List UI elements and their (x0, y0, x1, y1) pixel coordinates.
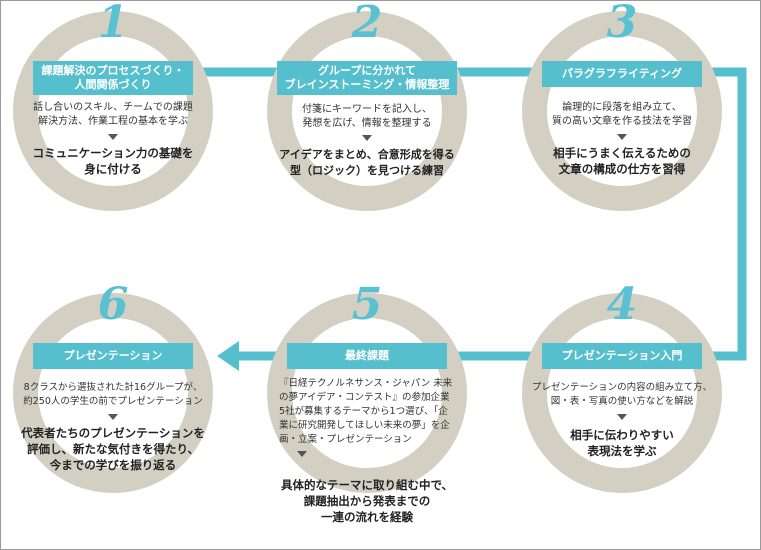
step-2: 2 グループに分かれて ブレインストーミング・情報整理 付箋にキーワードを記入し… (267, 1, 467, 251)
step-result: 代表者たちのプレゼンテーションを 評価し、新たな気付きを得たり、 今までの学びを… (21, 426, 205, 472)
step-6: 6 プレゼンテーション 8クラスから選抜された計16グループが、 約250人の学… (13, 279, 213, 533)
step-description: 論理的に段落を組み立て、 質の高い文章を作る技法を学習 (552, 102, 692, 127)
step-result: 相手にうまく伝えるための 文章の構成の仕方を習得 (553, 146, 691, 176)
step-result: 相手に伝わりやすい 表現法を学ぶ (570, 428, 674, 458)
step-number: 5 (351, 279, 383, 330)
down-triangle-icon (617, 134, 627, 140)
step-label: 最終課題 (287, 343, 447, 369)
step-4: 4 プレゼンテーション入門 プレゼンテーションの内容の組み立て方、 図・表・写真… (522, 279, 722, 533)
down-triangle-icon (362, 135, 372, 141)
down-triangle-icon (297, 451, 307, 457)
step-result: コミュニケーション力の基礎を 身に付ける (32, 146, 194, 176)
step-description: 話し合いのスキル、チームでの課題 解決方法、作業工程の基本を学ぶ (33, 102, 193, 127)
connector-3-4 (701, 67, 747, 361)
step-ring (267, 293, 467, 493)
down-triangle-icon (617, 414, 627, 420)
step-description: 『日経テクノルネサンス・ジャパン 未来 の夢アイデア・コンテスト』の参加企業 5… (279, 378, 453, 445)
step-label: プレゼンテーション (33, 343, 193, 369)
arrowhead-to-step-6 (217, 341, 239, 371)
step-label: グループに分かれて ブレインストーミング・情報整理 (277, 61, 457, 95)
step-label: パラグラフライティング (542, 61, 702, 87)
step-label: プレゼンテーション入門 (542, 343, 702, 369)
step-3: 3 パラグラフライティング 論理的に段落を組み立て、 質の高い文章を作る技法を学… (522, 1, 722, 251)
step-result: 具体的なテーマに取り組む中で、 課題抽出から発表までの 一連の流れを経験 (280, 478, 454, 524)
step-number: 6 (97, 279, 129, 330)
step-description: 付箋にキーワードを記入し、 発想を広げ、情報を整理する (302, 104, 432, 129)
down-triangle-icon (108, 414, 118, 420)
step-number: 3 (606, 0, 638, 48)
step-5: 5 最終課題 『日経テクノルネサンス・ジャパン 未来 の夢アイデア・コンテスト』… (267, 279, 467, 533)
step-number: 4 (606, 279, 638, 330)
step-label: 課題解決のプロセスづくり・ 人間関係づくり (33, 61, 193, 95)
step-1: 1 課題解決のプロセスづくり・ 人間関係づくり 話し合いのスキル、チームでの課題… (13, 1, 213, 251)
down-triangle-icon (108, 134, 118, 140)
step-number: 2 (351, 0, 383, 48)
step-description: 8クラスから選抜された計16グループが、 約250人の学生の前でプレゼンテーショ… (23, 382, 203, 407)
step-result: アイデアをまとめ、合意形成を得る 型（ロジック）を見つける練習 (279, 148, 455, 177)
step-number: 1 (97, 0, 129, 48)
step-description: プレゼンテーションの内容の組み立て方、 図・表・写真の使い方などを解説 (531, 382, 713, 407)
